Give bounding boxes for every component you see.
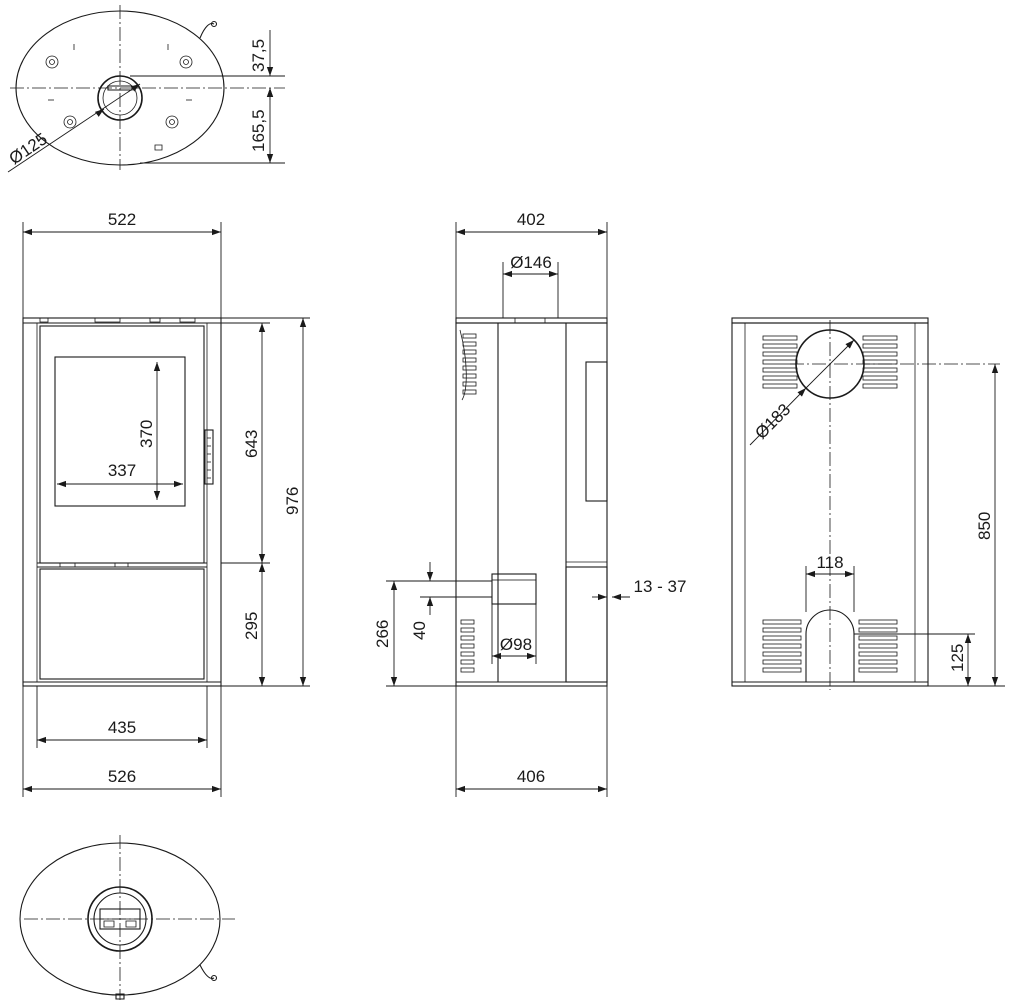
air-diameter-dim: Ø98 [500,635,532,654]
total-height-dim: 976 [283,487,302,515]
top-upper-dim: 37,5 [249,39,268,72]
top-lower-dim: 165,5 [249,109,268,152]
air-inlet-width-dim: 118 [816,553,843,572]
door-handle-icon [204,429,214,485]
side-base-width: 406 [517,767,545,786]
vent-grille-icon [762,335,798,389]
bolt-icon [63,115,77,129]
side-flue-diameter: Ø146 [510,253,552,272]
base-width-dim: 526 [108,767,136,786]
lower-height-dim: 295 [242,612,261,640]
front-view: 522 370 33 [22,210,310,797]
air-offset-dim: 40 [410,621,429,640]
vent-grille-icon [460,619,475,673]
window-height-dim: 370 [137,420,156,448]
base-inner-dim: 435 [108,718,136,737]
top-diameter-label: Ø125 [6,129,51,168]
vent-grille-icon [862,335,898,389]
rear-view: Ø183 118 850 125 [731,317,1005,690]
vent-grille-icon [858,619,898,673]
air-height-dim: 266 [373,620,392,648]
front-top-width: 522 [108,210,136,229]
air-inlet-height-dim: 125 [948,644,967,672]
top-plan-view: Ø125 37,5 165,5 [6,5,285,173]
vent-grille-icon [762,619,802,673]
bottom-plan-view [19,835,235,1000]
rear-flue-height-dim: 850 [975,512,994,540]
wall-gap-dim: 13 - 37 [634,577,687,596]
side-top-width: 402 [517,210,545,229]
window-width-dim: 337 [108,461,136,480]
bolt-icon [45,55,59,69]
door-height-dim: 643 [242,430,261,458]
bolt-icon [179,55,193,69]
vent-grille-icon [462,333,477,395]
side-view: 402 Ø146 [373,210,686,797]
bolt-icon [165,115,179,129]
